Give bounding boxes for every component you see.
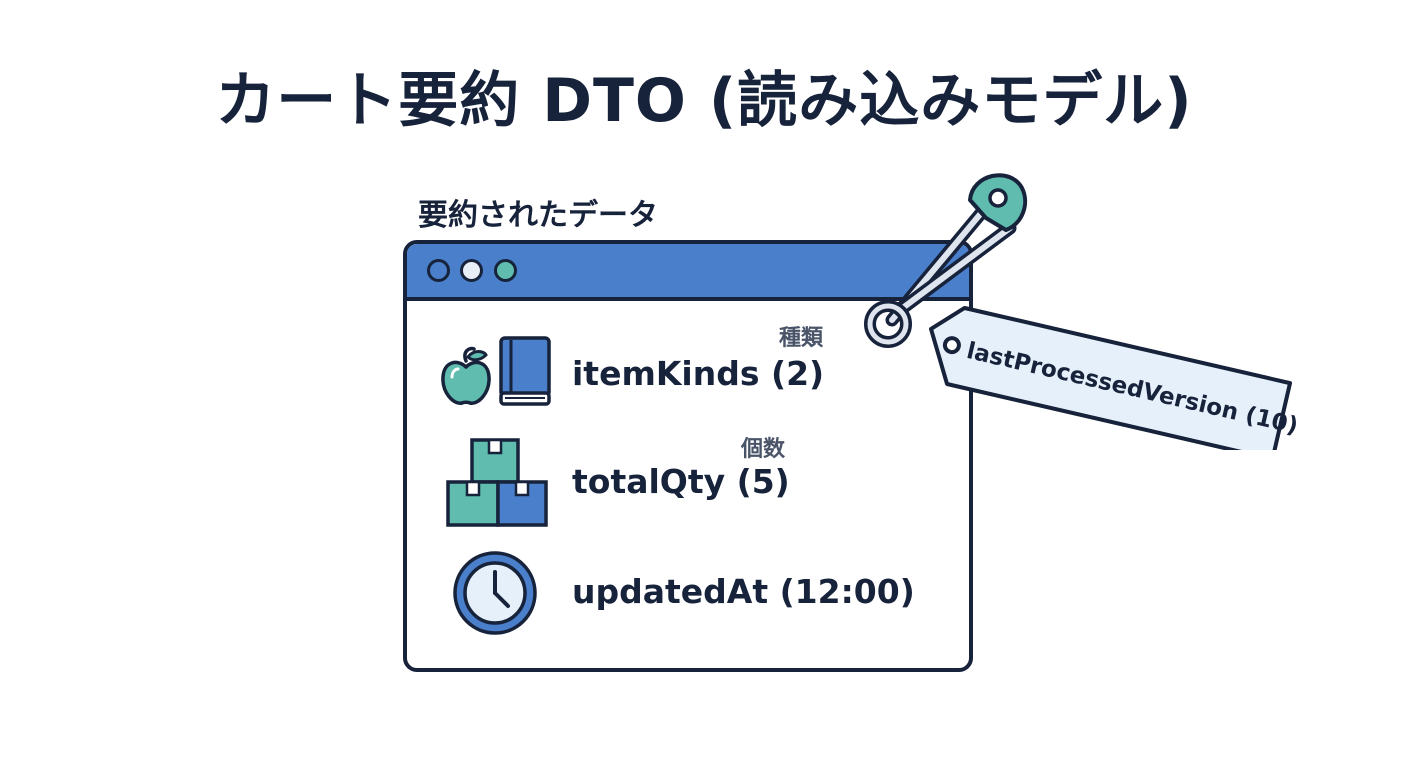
row-note-item-kinds: 種類: [779, 326, 824, 351]
window-titlebar: [407, 244, 969, 301]
window-dot-maximize[interactable]: [494, 259, 517, 282]
version-tag: lastProcessedVersion (10): [929, 305, 1300, 450]
row-label-item-kinds: itemKinds (2): [572, 354, 825, 393]
book-icon: [499, 336, 551, 406]
window-caption: 要約されたデータ: [418, 198, 658, 233]
safety-pin-icon: [864, 173, 1028, 348]
window-dot-minimize[interactable]: [460, 259, 483, 282]
window-dot-close[interactable]: [427, 259, 450, 282]
page-title: カート要約 DTO (読み込みモデル): [215, 66, 1193, 136]
row-label-total-qty: totalQty (5): [572, 462, 790, 501]
clock-icon: [453, 551, 537, 635]
row-label-updated-at: updatedAt (12:00): [572, 572, 915, 611]
row-note-total-qty: 個数: [741, 437, 786, 462]
boxes-icon: [446, 438, 548, 527]
apple-icon: [441, 346, 491, 405]
